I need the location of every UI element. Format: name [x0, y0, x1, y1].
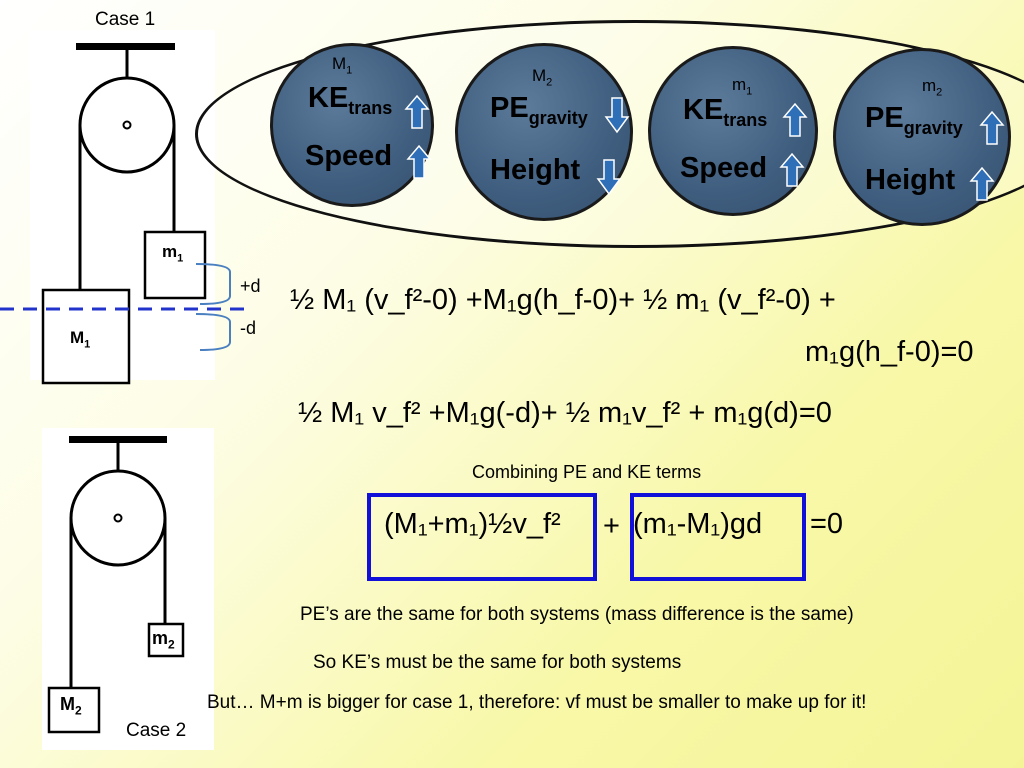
circle1-quantity: Speed — [305, 140, 393, 172]
plus-d-label: +d — [240, 276, 261, 296]
case1-pulley-drawing — [0, 43, 245, 385]
circle2-mass: M2 — [532, 66, 553, 89]
minus-d-label: -d — [240, 318, 257, 338]
circle3-quantity: Speed — [680, 152, 768, 184]
case2-pulley-drawing — [47, 436, 185, 734]
circle1-energy-up-arrow-icon — [404, 94, 430, 129]
note-conclusion: But… M+m is bigger for case 1, therefore… — [207, 692, 867, 713]
case1-big-mass-label: M1 — [70, 328, 91, 351]
equation-3-potential-term: (m₁-M₁)gd — [633, 508, 763, 540]
circle2-quantity: Height — [490, 154, 581, 186]
circle4-energy-up-arrow-icon — [979, 110, 1005, 145]
circle2-energy-down-arrow-icon — [604, 97, 630, 134]
equation-3-plus: + — [603, 510, 620, 542]
case1-caption: Case 1 — [95, 9, 156, 30]
case1-small-mass-label: m1 — [162, 242, 184, 265]
circle4-height-up-arrow-icon — [969, 166, 995, 201]
potential-term-box — [630, 493, 806, 581]
equation-1-line-2: m₁g(h_f-0)=0 — [805, 336, 974, 368]
combining-label: Combining PE and KE terms — [472, 462, 702, 482]
case2-caption: Case 2 — [126, 720, 187, 741]
note-ke-same: So KE’s must be the same for both system… — [313, 652, 682, 673]
equation-1-line-1: ½ M₁ (v_f²-0) +M₁g(h_f-0)+ ½ m₁ (v_f²-0)… — [290, 284, 836, 316]
circle3-speed-up-arrow-icon — [779, 152, 805, 187]
circle1-speed-up-arrow-icon — [406, 144, 432, 179]
case2-small-mass-label: m2 — [152, 628, 175, 652]
equation-3-kinetic-term: (M₁+m₁)½v_f² — [384, 508, 561, 540]
circle1-mass: M1 — [332, 54, 353, 77]
case2-big-mass-label: M2 — [60, 694, 82, 718]
equation-3-equals-zero: =0 — [810, 508, 844, 540]
circle4-energy: PEgravity — [865, 102, 963, 138]
circle3-mass: m1 — [732, 75, 753, 98]
circle4-mass: m2 — [922, 76, 943, 99]
circle4-quantity: Height — [865, 164, 956, 196]
energy-circle-M1 — [270, 43, 434, 207]
circle3-energy: KEtrans — [683, 94, 768, 130]
note-pe-same: PE’s are the same for both systems (mass… — [300, 604, 854, 625]
circle2-height-down-arrow-icon — [596, 159, 622, 196]
energy-circle-M2 — [455, 43, 633, 221]
kinetic-term-box — [367, 493, 597, 581]
circle2-energy: PEgravity — [490, 92, 588, 128]
circle1-energy: KEtrans — [308, 82, 393, 118]
equation-2: ½ M₁ v_f² +M₁g(-d)+ ½ m₁v_f² + m₁g(d)=0 — [298, 397, 832, 429]
circle3-energy-up-arrow-icon — [782, 102, 808, 137]
